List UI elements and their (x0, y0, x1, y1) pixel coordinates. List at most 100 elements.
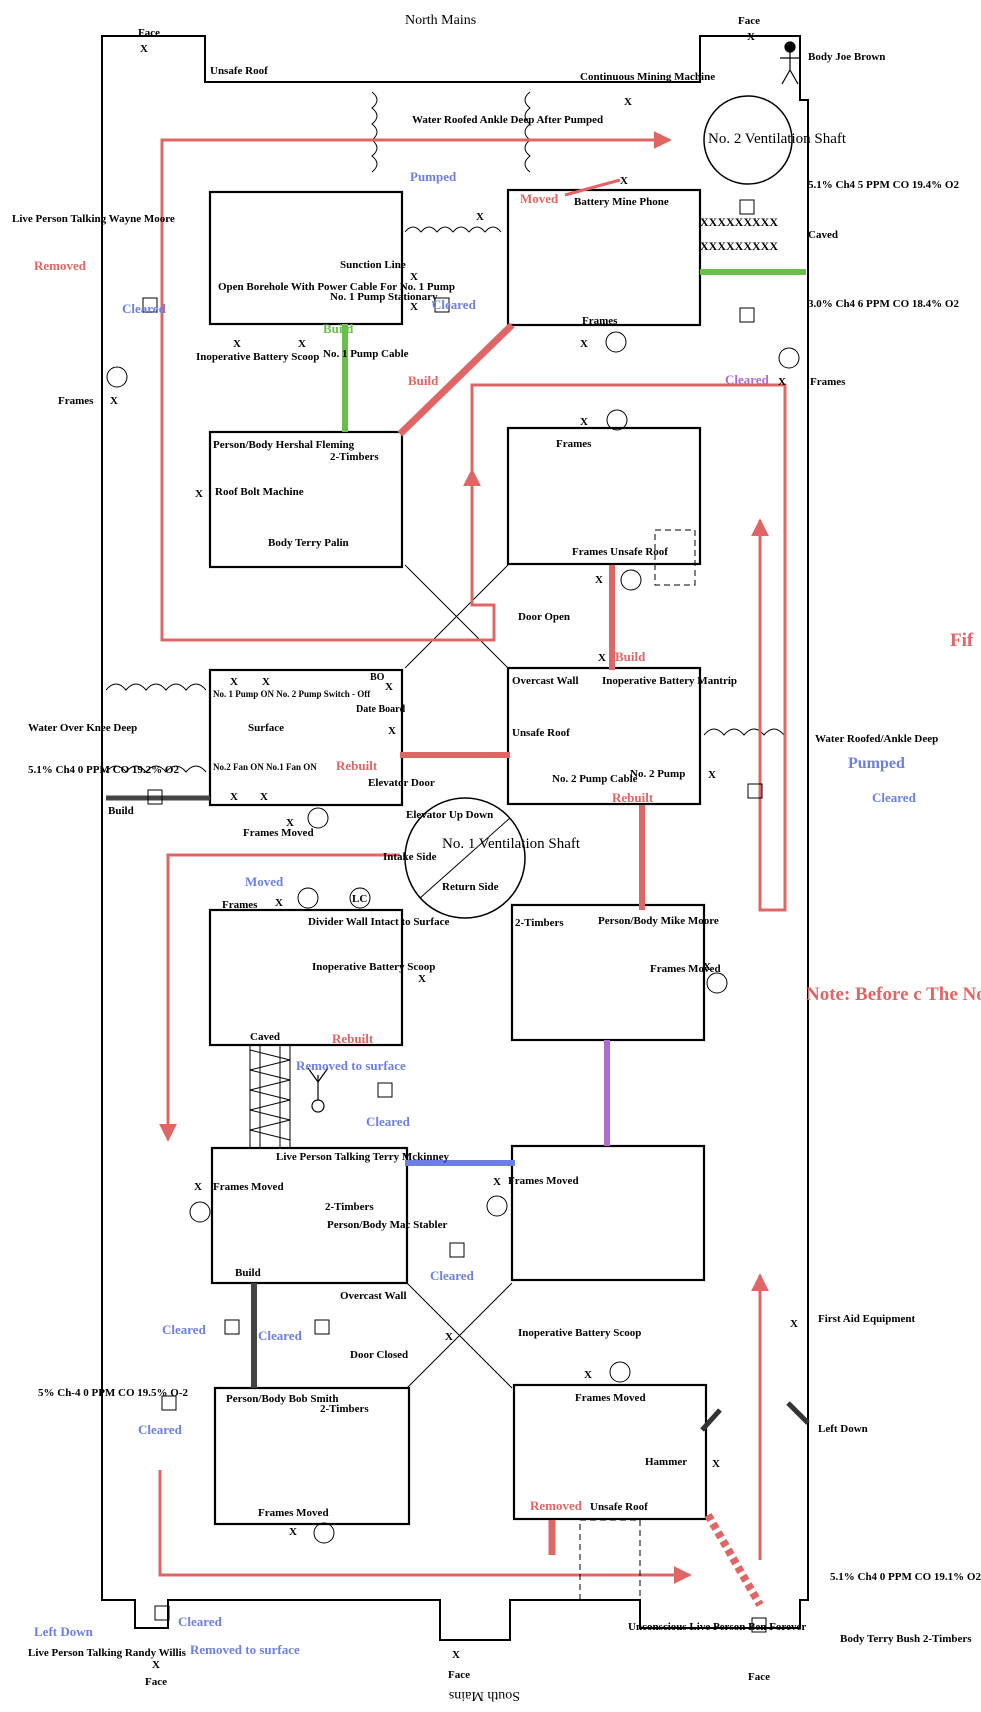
box-marker-10 (314, 1319, 330, 1335)
svg-text:X: X (195, 488, 203, 500)
box-marker-6 (147, 789, 163, 805)
door-closed: Door Closed (350, 1349, 408, 1361)
unsafe-roof-bot: Unsafe Roof (590, 1501, 648, 1513)
curtain-6 (703, 728, 785, 736)
bo-label: BO (370, 672, 385, 683)
box-marker-4 (739, 307, 755, 323)
suction-line: Sunction Line (340, 259, 406, 271)
curtain-3 (404, 226, 502, 233)
rebuilt-1: Rebuilt (336, 758, 378, 773)
svg-text:X: X (790, 1318, 798, 1330)
pillar-4 (506, 426, 702, 566)
mac-stabler: Person/Body Mac Stabler (327, 1219, 447, 1231)
build-red-2: Build (615, 649, 646, 664)
live-person-wayne: Live Person Talking Wayne Moore (12, 213, 175, 225)
removed-surface-1: Removed to surface (296, 1058, 406, 1073)
box-marker-5 (747, 783, 763, 799)
cleared-bottom: Cleared (178, 1614, 223, 1629)
gas-reading-2: 3.0% Ch4 6 PPM CO 18.4% O2 (808, 298, 959, 310)
top-label: North Mains (405, 13, 476, 28)
unsafe-roof-mid: Unsafe Roof (512, 727, 570, 739)
gas-reading-5: 5.1% Ch4 0 PPM CO 19.1% O2 (830, 1571, 981, 1583)
frames-r2: Frames (556, 438, 592, 450)
svg-text:X: X (624, 96, 632, 108)
svg-text:X: X (286, 817, 294, 829)
svg-text:X: X (410, 301, 418, 313)
person-icon-joe (784, 41, 796, 53)
face-label-5: Face (748, 1671, 770, 1683)
cleared-mid-top: Cleared (432, 297, 477, 312)
svg-text:X: X (493, 1176, 501, 1188)
curtain-1 (371, 91, 378, 173)
intake-side: Intake Side (383, 851, 437, 863)
water-roofed-right: Water Roofed/Ankle Deep (815, 733, 938, 745)
box-marker-7 (377, 1082, 393, 1098)
svg-text:X: X (445, 1331, 453, 1343)
svg-text:X: X (598, 652, 606, 664)
box-marker-13 (751, 1617, 767, 1633)
bc-marker-6 (307, 807, 329, 829)
person-figure-terry (307, 1067, 329, 1100)
svg-text:X: X (260, 791, 268, 803)
face-label-2: Face (738, 15, 760, 27)
box-marker-3 (739, 199, 755, 215)
lc-label: LC (352, 893, 367, 905)
surface-label: Surface (248, 722, 284, 734)
water-roofed-top: Water Roofed Ankle Deep After Pumped (412, 114, 603, 126)
first-aid: First Aid Equipment (818, 1313, 916, 1325)
build-left: Build (108, 805, 134, 817)
bc-marker-11 (486, 1195, 508, 1217)
cleared-left-3: Cleared (258, 1328, 303, 1343)
bc-marker-2 (605, 331, 627, 353)
svg-text:X: X (289, 1526, 297, 1538)
air-route-4 (159, 853, 400, 1142)
vent-shaft-2-label: No. 2 Ventilation Shaft (708, 131, 847, 147)
box-marker-11 (161, 1395, 177, 1411)
vent-shaft-2 (703, 95, 793, 185)
date-board: Date Board (356, 704, 406, 715)
face-label-3: Face (145, 1676, 167, 1688)
bc-marker-1 (106, 366, 128, 388)
svg-text:X: X (233, 338, 241, 350)
svg-text:X: X (230, 676, 238, 688)
dashed-red (704, 1512, 764, 1608)
frames-moved-4: Frames Moved (213, 1181, 284, 1193)
terry-mckinney: Live Person Talking Terry Mckinney (276, 1151, 449, 1163)
body-joe-brown: Body Joe Brown (808, 51, 885, 63)
removed-unsafe: Removed (530, 1498, 583, 1513)
svg-text:X: X (620, 175, 628, 187)
inop-mantrip: Inoperative Battery Mantrip (602, 675, 737, 687)
two-timbers-4: 2-Timbers (320, 1403, 369, 1415)
crosscut-x-1 (404, 564, 509, 669)
moved-top: Moved (520, 191, 559, 206)
continuous-miner: Continuous Mining Machine (580, 71, 715, 83)
caved-x-2: XXXXXXXXX (700, 239, 778, 253)
curtain-4 (105, 683, 207, 691)
air-route-1 (160, 131, 672, 590)
box-marker-12 (154, 1605, 170, 1621)
cleared-purple: Cleared (725, 372, 770, 387)
svg-text:X: X (580, 416, 588, 428)
bc-marker-12 (609, 1361, 631, 1383)
pillar-1 (208, 190, 404, 326)
frames-moved-6: Frames Moved (258, 1507, 329, 1519)
two-timbers-3: 2-Timbers (325, 1201, 374, 1213)
person-figure-joe (780, 52, 800, 85)
person-icon-terry (311, 1099, 325, 1113)
no2-pump: No. 2 Pump (630, 768, 685, 780)
pillar-12 (512, 1383, 708, 1521)
svg-text:X: X (230, 791, 238, 803)
caved-lines (249, 1045, 291, 1148)
svg-text:X: X (712, 1458, 720, 1470)
hammer: Hammer (645, 1456, 687, 1468)
hershal-fleming: Person/Body Hershal Fleming (213, 439, 355, 451)
rebuilt-2: Rebuilt (612, 790, 654, 805)
left-down-right: Left Down (818, 1423, 868, 1435)
frames-moved-1: Frames Moved (243, 827, 314, 839)
inop-battery-scoop-3: Inoperative Battery Scoop (518, 1327, 641, 1339)
build-green-label: Build (323, 321, 354, 336)
pillar-5 (208, 668, 404, 807)
svg-text:X: X (747, 31, 755, 43)
bob-smith: Person/Body Bob Smith (226, 1393, 338, 1405)
